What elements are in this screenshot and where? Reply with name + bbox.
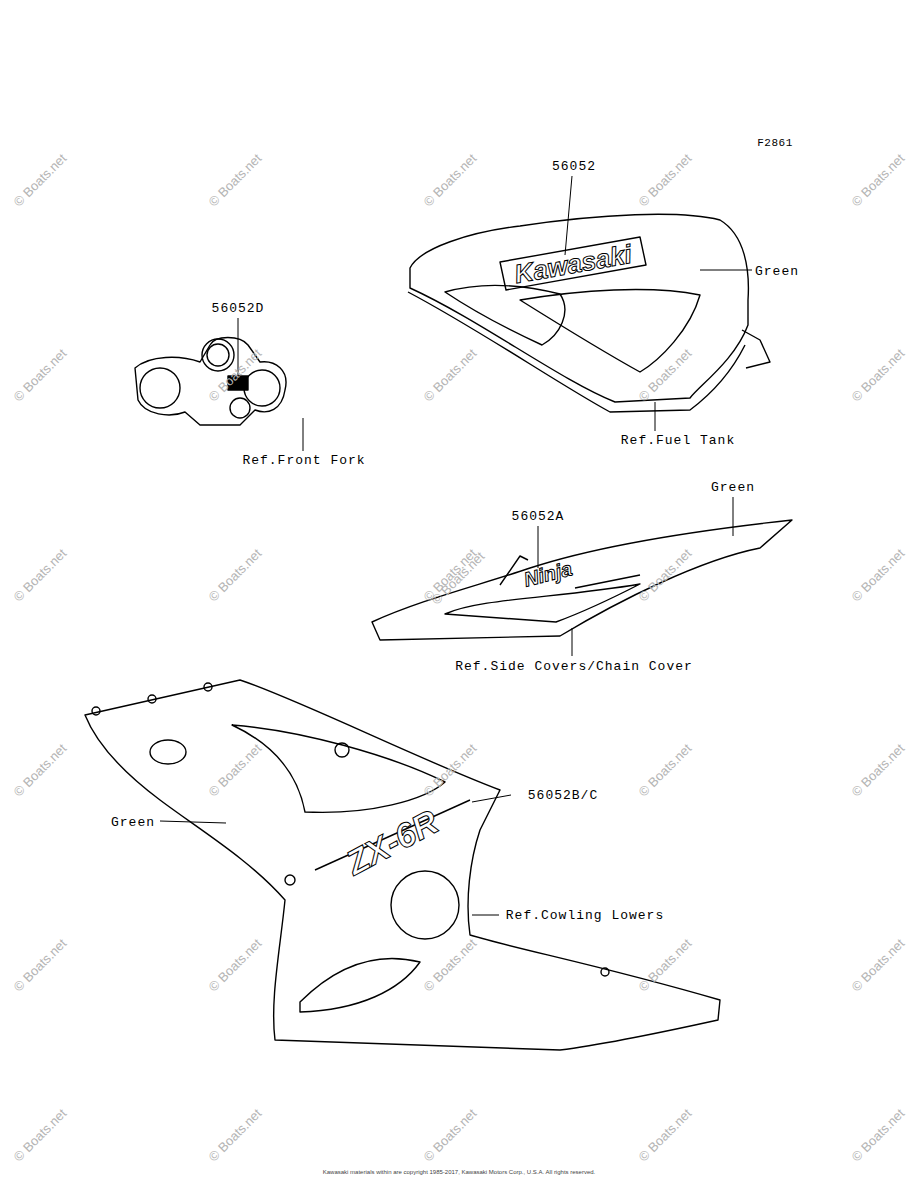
side-cover-panel	[445, 584, 640, 622]
color-note: Green	[111, 816, 155, 829]
watermark: © Boats.net	[11, 546, 68, 603]
reference-note: Ref.Front Fork	[242, 454, 365, 467]
cowling-scoop	[300, 958, 420, 1012]
mount-tab	[92, 707, 100, 715]
watermark: © Boats.net	[636, 741, 693, 798]
cowling-hole	[150, 740, 186, 764]
cowling-hole	[335, 743, 349, 757]
mount-tab	[204, 683, 212, 691]
watermark: © Boats.net	[11, 741, 68, 798]
callout-number: 56052	[552, 160, 596, 173]
cowling-opening	[391, 871, 459, 939]
cowling-window	[232, 725, 445, 812]
clamp-hole	[230, 398, 250, 418]
cowling	[85, 680, 720, 1050]
watermark: © Boats.net	[206, 936, 263, 993]
watermark: © Boats.net	[849, 741, 906, 798]
leader-line	[700, 270, 752, 271]
reference-note: Ref.Cowling Lowers	[506, 909, 664, 922]
watermark: © Boats.net	[636, 1106, 693, 1163]
watermark: © Boats.net	[849, 936, 906, 993]
mount-tab	[148, 695, 156, 703]
watermark: © Boats.net	[849, 546, 906, 603]
leader-line	[472, 795, 511, 802]
callout-number: 56052D	[212, 302, 265, 315]
watermark: © Boats.net	[636, 151, 693, 208]
mount-tab	[601, 968, 609, 976]
leader-line	[303, 418, 304, 451]
fork-hole	[244, 370, 280, 406]
side-cover	[372, 520, 792, 640]
watermark: © Boats.net	[421, 346, 478, 403]
callout-number: 56052B/C	[528, 789, 598, 802]
watermark: © Boats.net	[11, 936, 68, 993]
leader-line	[733, 497, 734, 536]
stem-nut	[207, 344, 229, 366]
watermark: © Boats.net	[11, 1106, 68, 1163]
watermark: © Boats.net	[421, 1106, 478, 1163]
watermark: © Boats.net	[206, 1106, 263, 1163]
figure-number: F2861	[757, 138, 793, 149]
color-note: Green	[755, 265, 799, 278]
leader-line	[160, 821, 226, 823]
watermark: © Boats.net	[849, 151, 906, 208]
watermark: © Boats.net	[11, 151, 68, 208]
watermark: © Boats.net	[206, 151, 263, 208]
watermark: © Boats.net	[11, 346, 68, 403]
color-note: Green	[711, 481, 755, 494]
watermark: © Boats.net	[206, 546, 263, 603]
reference-note: Ref.Fuel Tank	[621, 434, 735, 447]
reference-note: Ref.Side Covers/Chain Cover	[455, 660, 693, 673]
leader-line	[655, 402, 656, 431]
triple-clamp	[135, 338, 286, 426]
watermark: © Boats.net	[849, 1106, 906, 1163]
stem-nut	[202, 339, 234, 371]
fuel-tank	[410, 214, 748, 402]
leader-line	[565, 176, 572, 255]
tank-panel	[445, 285, 565, 345]
tank-decal	[500, 237, 646, 290]
leader-line	[538, 526, 539, 568]
copyright-note: Kawasaki materials within are copyright …	[323, 1169, 595, 1175]
mount-tab	[285, 875, 295, 885]
watermark: © Boats.net	[421, 151, 478, 208]
leader-line	[472, 915, 499, 916]
tank-bracket	[742, 330, 770, 368]
watermark: © Boats.net	[849, 346, 906, 403]
fork-hole	[140, 368, 180, 408]
callout-number: 56052A	[512, 510, 565, 523]
leader-line	[572, 628, 573, 656]
